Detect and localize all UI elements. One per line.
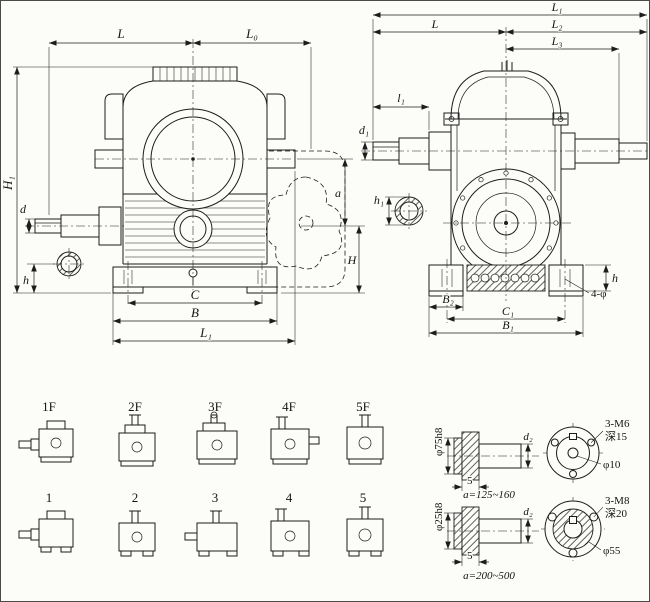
variant-icon-4	[270, 508, 310, 557]
range-label-a: a=125~160	[463, 489, 515, 501]
variant-label-4: 4	[286, 490, 293, 505]
dim-label-l1-side: l₁	[397, 91, 405, 105]
variant-icon-1	[18, 510, 74, 553]
variant-label-5f: 5F	[356, 399, 370, 414]
dim-label-L0-front: L₀	[245, 26, 258, 41]
variant-icon-3	[184, 510, 238, 557]
dim-label-a-front: a	[335, 186, 341, 200]
dim-label-L3-side: L₃	[551, 34, 563, 48]
range-label-b: a=200~500	[463, 570, 515, 582]
dim-label-h1-side: h₁	[374, 193, 384, 207]
dim-label-C1-side: C₁	[502, 304, 514, 318]
dim-label-L-side: L	[431, 17, 439, 31]
flange-end-view-a	[543, 423, 604, 483]
side-view: L₁ L L₂ L₃ l₁ d₁ h₁ B₂ C₁ B₁ 4-φ h	[358, 1, 649, 337]
variant-icon-2f	[118, 414, 156, 467]
dim-label-H-front: H	[347, 253, 358, 267]
dim-label-L1-front: L₁	[199, 325, 212, 340]
variant-icon-4f	[270, 416, 320, 465]
variant-icon-1f	[18, 420, 74, 463]
shaft-detail-b: φ25h8 5 d₂ a=200~500 3-M8 深20 φ55	[432, 494, 631, 584]
variant-icon-2	[118, 510, 156, 557]
dim-label-h-side: h	[612, 271, 618, 285]
dim-label-d1-side: d₁	[359, 123, 369, 137]
mounting-variants: 1F 2F 3F 4F 5F 1 2	[18, 398, 384, 557]
spigot-dia-label-a: φ75h8	[433, 427, 445, 456]
dim-label-B-front: B	[191, 305, 199, 320]
variant-label-2: 2	[132, 490, 139, 505]
flange-thickness-label-a: 5	[467, 475, 473, 487]
variant-label-1: 1	[46, 490, 53, 505]
dim-label-L2-side: L₂	[551, 17, 563, 31]
dim-label-L-front: L	[116, 26, 124, 41]
variant-label-3f: 3F	[208, 399, 222, 414]
dim-label-B2-side: B₂	[442, 292, 454, 306]
dim-label-C-front: C	[191, 287, 200, 302]
dim-label-d-front: d	[20, 202, 27, 216]
flange-end-view-b	[541, 497, 605, 561]
variant-label-2f: 2F	[128, 399, 142, 414]
variant-label-4f: 4F	[282, 399, 296, 414]
hole-dia-callout-a: φ10	[603, 459, 621, 471]
depth-callout-a: 深15	[605, 430, 627, 443]
variant-icon-5f	[346, 414, 384, 465]
variant-label-1f: 1F	[42, 399, 56, 414]
base-feet	[112, 266, 278, 294]
hole-dia-callout-b: φ55	[603, 545, 621, 557]
thread-callout-a: 3-M6	[605, 418, 630, 430]
variant-label-3: 3	[212, 490, 219, 505]
dim-label-h-front: h	[23, 273, 29, 287]
shaft-detail-a: φ75h8 5 d₂ a=125~160 3-M6 深15 φ10	[432, 417, 631, 503]
front-view: L L₀ H₁ d h C B L₁ a H	[1, 25, 365, 345]
fan-shroud-phantom	[265, 150, 346, 288]
bolt-holes-callout: 4-φ	[591, 288, 607, 300]
base-feet-side	[428, 264, 584, 297]
dim-label-L1-side: L₁	[551, 1, 563, 14]
variant-icon-5	[346, 506, 384, 557]
variant-label-5: 5	[360, 490, 367, 505]
shaft-dia-label-b: d₂	[523, 506, 533, 518]
dim-label-H1-front: H₁	[1, 176, 15, 191]
thread-callout-b: 3-M8	[605, 495, 630, 507]
shaft-dia-label-a: d₂	[523, 431, 533, 443]
depth-callout-b: 深20	[605, 507, 627, 520]
variant-icon-3f	[196, 411, 238, 465]
flange-thickness-label-b: 5	[467, 550, 473, 562]
spigot-dia-label-b: φ25h8	[433, 502, 445, 531]
dim-label-B1-side: B₁	[502, 318, 514, 332]
